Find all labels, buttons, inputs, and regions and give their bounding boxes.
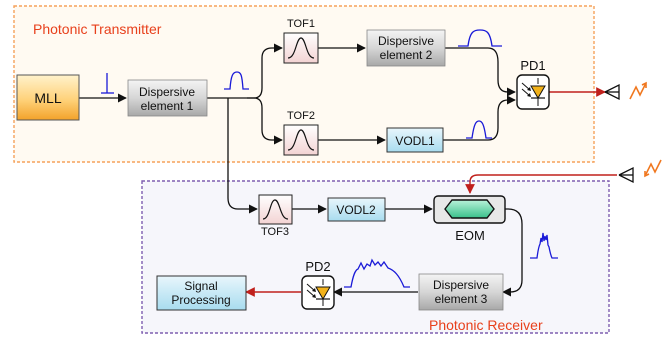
- vodl1-label: VODL1: [395, 134, 435, 148]
- eom-modulator: [433, 195, 506, 224]
- mll-block: [16, 74, 80, 121]
- eom-label: EOM: [455, 228, 485, 243]
- spectrum-disp2-icon: [458, 29, 502, 47]
- tof2-label: TOF2: [287, 110, 315, 122]
- vodl2-label: VODL2: [336, 203, 376, 217]
- rx-antenna-icon: [618, 166, 634, 184]
- rx-bolt-icon: [644, 159, 662, 178]
- rf-antenna-eom: [465, 174, 617, 194]
- link-disp2-pd1: [445, 47, 516, 97]
- dispersive-element-2: [366, 29, 446, 67]
- link-split-tof3: [227, 98, 258, 214]
- dispersive-element-1-line2: element 1: [141, 99, 194, 113]
- link-split-tof2: [247, 97, 283, 145]
- vodl1-block: [386, 127, 444, 153]
- dispersive-element-2-line1: Dispersive: [378, 34, 434, 48]
- tof3-label: TOF3: [261, 226, 289, 238]
- signal-processing-block: [156, 275, 247, 311]
- signal-processing-line1: Signal: [184, 279, 217, 293]
- link-eom-disp3: [502, 208, 523, 297]
- tof3-filter: [258, 194, 293, 225]
- link-vodl1-pd1: [443, 95, 516, 141]
- spectrum-dispersed-icon: [344, 258, 410, 288]
- tx-antenna-icon: [604, 83, 620, 101]
- dispersive-element-3: [418, 273, 504, 311]
- receiver-label: Photonic Receiver: [429, 317, 543, 333]
- dispersive-element-3-line1: Dispersive: [433, 278, 489, 292]
- tof2-filter: [283, 124, 319, 156]
- pd1-label: PD1: [520, 58, 545, 73]
- dispersive-element-3-line2: element 3: [435, 292, 488, 306]
- vodl2-block: [327, 197, 386, 222]
- dispersive-element-1-line1: Dispersive: [139, 85, 195, 99]
- mll-label: MLL: [34, 90, 61, 106]
- tof1-filter: [283, 32, 319, 64]
- signal-processing-line2: Processing: [171, 293, 230, 307]
- broad-spectrum-icon: [224, 71, 249, 90]
- tof1-label: TOF1: [287, 18, 315, 30]
- spectrum-vodl1-icon: [466, 120, 492, 139]
- impulse-pulse-icon: [101, 73, 114, 94]
- dispersive-element-2-line2: element 2: [380, 48, 433, 62]
- link-split-tof1: [247, 43, 283, 99]
- spectrum-modulated-icon: [530, 232, 558, 259]
- transmitter-label: Photonic Transmitter: [33, 21, 162, 37]
- tx-bolt-icon: [629, 81, 647, 100]
- pd1-photodetector: [516, 74, 550, 110]
- pd2-photodetector: [301, 275, 335, 310]
- dispersive-element-1: [127, 79, 208, 117]
- pd2-label: PD2: [305, 259, 330, 274]
